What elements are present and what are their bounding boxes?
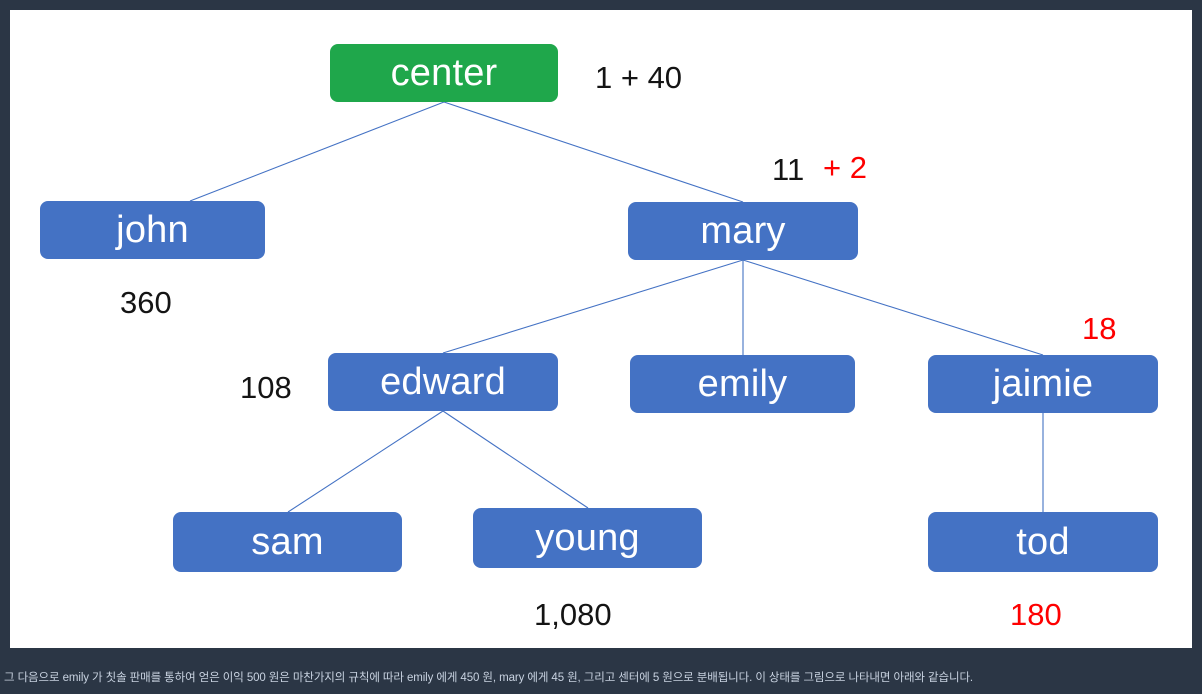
node-label-mary: mary: [700, 210, 786, 252]
node-john[interactable]: john: [40, 201, 265, 259]
node-edward[interactable]: edward: [328, 353, 558, 411]
node-label-sam: sam: [251, 521, 324, 563]
mary-delta: + 2: [823, 150, 867, 185]
edge-center-mary: [443, 101, 744, 203]
node-jaimie[interactable]: jaimie: [928, 355, 1158, 413]
node-label-young: young: [535, 517, 640, 559]
diagram-canvas: center john mary edward emily jaimie sam young t…: [10, 10, 1192, 648]
edge-mary-edward: [442, 259, 744, 354]
node-emily[interactable]: emily: [630, 355, 855, 413]
node-mary[interactable]: mary: [628, 202, 858, 260]
node-label-edward: edward: [380, 361, 506, 403]
node-center[interactable]: center: [330, 44, 558, 102]
node-label-emily: emily: [697, 363, 788, 405]
center-value: 1 + 40: [595, 60, 683, 95]
edge-mary-jaimie: [742, 259, 1044, 356]
edge-edward-young: [442, 410, 589, 509]
caption-bar: 그 다음으로 emily 가 칫솔 판매를 통하여 얻은 이익 500 원은 마…: [0, 660, 1202, 694]
node-sam[interactable]: sam: [173, 512, 402, 572]
tod-value: 180: [1010, 597, 1062, 632]
mary-value: 11: [772, 152, 805, 187]
node-tod[interactable]: tod: [928, 512, 1158, 572]
node-label-tod: tod: [1016, 521, 1070, 563]
jaimie-value: 18: [1082, 311, 1117, 346]
edge-center-john: [189, 101, 445, 202]
node-label-center: center: [390, 52, 498, 94]
node-label-jaimie: jaimie: [992, 363, 1094, 405]
node-young[interactable]: young: [473, 508, 702, 568]
edge-edward-sam: [287, 410, 444, 513]
john-value: 360: [120, 285, 172, 320]
node-label-john: john: [116, 209, 189, 251]
caption-text: 그 다음으로 emily 가 칫솔 판매를 통하여 얻은 이익 500 원은 마…: [4, 672, 974, 684]
young-value: 1,080: [534, 597, 612, 632]
edward-value: 108: [240, 370, 292, 405]
